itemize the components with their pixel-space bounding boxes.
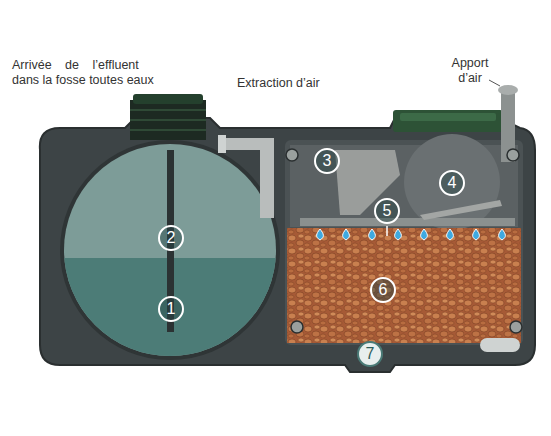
treatment-compartment — [300, 218, 515, 226]
compartment-lid — [393, 110, 503, 132]
septic-tank — [60, 140, 280, 360]
air-extraction-pipe — [260, 138, 274, 218]
annotation-label: Extraction d’air — [237, 76, 320, 91]
compartment-lid — [393, 110, 503, 132]
bolts — [510, 321, 522, 333]
access-riser — [130, 119, 206, 121]
spray-drops — [317, 229, 324, 240]
air-extraction-pipe — [218, 135, 226, 153]
callout-circle: 5 — [374, 198, 400, 224]
leader-line — [387, 226, 388, 236]
callout-number: 6 — [379, 282, 388, 298]
access-riser — [133, 94, 203, 104]
tank-housing — [40, 118, 535, 372]
treatment-compartment — [420, 200, 502, 220]
access-riser — [130, 129, 206, 131]
callout-number: 4 — [448, 175, 457, 191]
callout-number: 5 — [383, 203, 392, 219]
outlet — [480, 338, 520, 352]
spray-drops — [369, 229, 376, 240]
callout-circle: 6 — [370, 277, 396, 303]
spray-drops — [473, 229, 480, 240]
treatment-compartment — [287, 228, 521, 343]
annotation-text: Extraction d’air — [237, 76, 320, 90]
spray-drops — [395, 229, 402, 240]
annotation-text: Arrivée de l’effluent dans la fosse tout… — [12, 58, 154, 87]
bolts — [286, 149, 522, 333]
bolts — [507, 149, 519, 161]
callout-circle: 1 — [158, 296, 184, 322]
access-riser — [130, 100, 206, 140]
annotation-label: Arrivée de l’effluent dans la fosse tout… — [12, 58, 158, 88]
air-intake-pipe — [498, 85, 518, 95]
callout-number: 7 — [366, 346, 375, 362]
spray-drops — [343, 229, 350, 240]
access-riser — [130, 94, 206, 140]
access-riser — [130, 109, 206, 111]
spray-drops — [317, 229, 506, 240]
outlet — [480, 338, 520, 352]
leader-line — [386, 226, 388, 236]
annotation-text: Apport d’air — [452, 56, 489, 85]
air-intake-pipe — [489, 80, 518, 162]
air-extraction-pipe — [218, 135, 274, 218]
callout-number: 1 — [167, 301, 176, 317]
callout-number: 3 — [323, 153, 332, 169]
spray-drops — [421, 229, 428, 240]
spray-drops — [447, 229, 454, 240]
callout-circle: 2 — [158, 225, 184, 251]
treatment-compartment — [404, 134, 500, 230]
septic-tank — [60, 140, 282, 368]
bolts — [291, 321, 303, 333]
air-intake-pipe — [489, 80, 500, 86]
treatment-compartment — [285, 134, 523, 345]
callout-number: 2 — [167, 230, 176, 246]
callout-circle: 3 — [314, 148, 340, 174]
tank-housing — [40, 118, 535, 372]
callout-circle: 4 — [439, 170, 465, 196]
bolts — [286, 149, 298, 161]
compartment-lid — [400, 113, 496, 121]
annotation-label: Apport d’air — [444, 56, 496, 86]
spray-drops — [499, 229, 506, 240]
callout-circle: 7 — [357, 341, 383, 367]
